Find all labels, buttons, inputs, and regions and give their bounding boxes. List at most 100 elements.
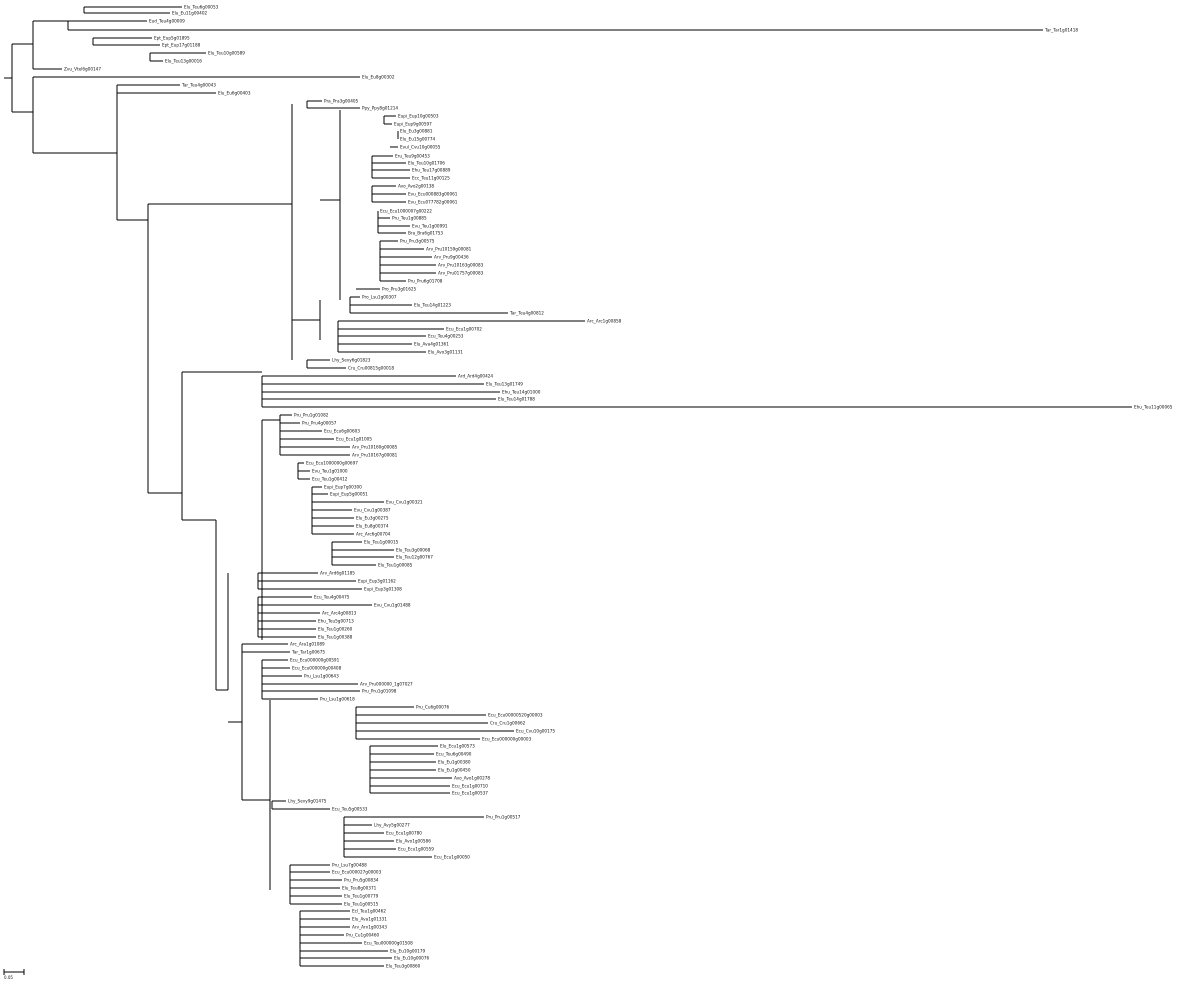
tip-label: Ppy_Ppy8g01214	[362, 106, 398, 111]
tip-label: Elu_Teu14g01788	[498, 397, 535, 402]
tip-label: Elu_Ava1g01331	[352, 917, 387, 922]
tip-label: Cru_Cru00815g00018	[348, 366, 394, 371]
tip-label: Pru_Lsu7g00488	[332, 863, 367, 868]
tip-label: Ecu_Cvu10g00175	[516, 729, 555, 734]
tip-label: Eupi_Eup9g00597	[394, 122, 432, 127]
tip-label: Elu_Avo3g01131	[428, 350, 463, 355]
tip-label: Pru_Cu6g00076	[416, 705, 449, 710]
tip-label: Ehu_Teu14g01000	[502, 390, 541, 395]
scale-bar-label: 0.05	[4, 975, 13, 980]
tip-label: Elu_Eu3g00275	[356, 516, 389, 521]
tip-label: Tar_Tar1g00675	[291, 650, 325, 655]
tip-label: Ecu_Ecu000027g00003	[332, 870, 382, 875]
tip-label: Pru_Pru4g00057	[302, 421, 337, 426]
tip-label: Ecu_Ecu000000g00591	[290, 658, 340, 663]
tip-label: Elu_Teu8g00371	[342, 886, 377, 891]
tip-label: Pru_Pru5g00834	[344, 878, 379, 883]
tip-label: Ecu_Ecu1000007g00222	[380, 209, 432, 214]
tip-label: Ecu_Ecu1g00050	[434, 855, 470, 860]
tip-label: Ehu_Teu17g00889	[412, 168, 451, 173]
tip-label: Arv_Pru10160g00085	[352, 445, 398, 450]
tip-label: Eupi_Eup3g01308	[364, 587, 402, 592]
tip-label: Lhy_Avy5g00277	[374, 823, 410, 828]
tip-label: Elu_Avo1g00586	[396, 839, 431, 844]
tip-label: Elu_Eu11g00402	[172, 11, 208, 16]
tip-label: Eupi_Eup3g01162	[358, 579, 396, 584]
tip-label: Elu_Teu6g00053	[184, 5, 219, 10]
tip-label: Pru_Pru1g01098	[362, 689, 397, 694]
tip-label: Elu_Eu10g00179	[390, 949, 426, 954]
tip-label: Evul_Cvu10g00055	[400, 145, 441, 150]
tip-label: Ecc_Teu11g00125	[412, 176, 450, 181]
tip-label: Pru_Teu1g00885	[392, 216, 427, 221]
tip-label: Pro_Lsu1g00307	[362, 295, 397, 300]
tip-label: Bra_Bra6g01753	[408, 231, 443, 236]
tip-label: Pru_Lsu1g00618	[320, 697, 355, 702]
tip-label: Elu_Teu1g00515	[344, 902, 379, 907]
tip-label: Elu_Eu1g00380	[438, 760, 471, 765]
tip-label: Zvu_Vtel6g00147	[64, 67, 101, 72]
tip-label: Elu_Teu1g00085	[378, 563, 413, 568]
tip-label: Arv_Ard6g01185	[320, 571, 355, 576]
tip-label: Ept_Eup5g01895	[154, 36, 190, 41]
tip-label: Elu_Teu14g01223	[414, 303, 451, 308]
tip-label: Elu_Teu1g00260	[318, 627, 353, 632]
tip-label: Ecu_Ecu000000g00408	[292, 666, 342, 671]
tip-label: Ecu_Teu4g00253	[428, 334, 464, 339]
tip-label: Ecu_Teu1g00412	[312, 477, 348, 482]
tip-label: Elu_Eu6g00403	[218, 91, 251, 96]
tip-label: Elu_Teu13g01749	[486, 382, 523, 387]
tip-label: Arv_Pru01757g00083	[438, 271, 484, 276]
tip-label: Arc_Arc1g00858	[587, 319, 622, 324]
tip-label: Arv_Pru9g00436	[434, 255, 469, 260]
tip-label: Evu_Teu1g00991	[412, 224, 448, 229]
tip-label: Elu_Eu15g00774	[400, 137, 436, 142]
tip-label: Pro_Pru3g01625	[382, 287, 417, 292]
tip-label: Arc_Ara1g01089	[290, 642, 325, 647]
tip-label: Ehu_Teu11g00065	[1134, 405, 1173, 410]
tip-label: Ecu_Ecu1g01005	[336, 437, 372, 442]
scale-bar: 0.05	[3, 969, 25, 980]
tip-label: Arc_Arc4g00813	[322, 611, 357, 616]
tip-label: Evu_Ecu000883g00061	[408, 192, 458, 197]
tip-label: Pru_Pru6g01708	[408, 279, 443, 284]
tip-label: Ecl_Teu1g00462	[352, 909, 386, 914]
tip-label: Elu_Teu1g00388	[318, 635, 353, 640]
tip-label: Lhy_Sevy9g01475	[288, 799, 327, 804]
tip-label: Elu_Teu10g00589	[208, 51, 245, 56]
tip-label: Ecu_Teu4g00475	[314, 595, 350, 600]
tip-label: Ecu_Ecu00000520g00003	[488, 713, 543, 718]
tip-label: Ard_Ard4g00424	[458, 374, 493, 379]
tip-label: Arc_Arc6g00704	[356, 532, 391, 537]
tip-label: Pru_Pru1g00517	[486, 815, 521, 820]
tip-label: Ehu_Teu5g00713	[318, 619, 354, 624]
tip-label: Pru_Pru3g00575	[400, 239, 435, 244]
tip-label: Elu_Teu3g00068	[396, 548, 431, 553]
tip-label: Evu_Ecu077782g00061	[408, 200, 458, 205]
tip-label: Tar_Teu4g00812	[509, 311, 544, 316]
tip-label: Eru_Teu9g00453	[395, 154, 430, 159]
tip-label: Cru_Cru1g00662	[490, 721, 526, 726]
tip-label: Evu_Cvu1g00387	[354, 508, 391, 513]
tip-label: Evu_Cvu1g00321	[386, 500, 423, 505]
tip-label: Ecu_Ecu6g00603	[324, 429, 360, 434]
tip-label: Lhy_Sevy6g01823	[332, 358, 371, 363]
tip-label: Ecu_Teu000000g01508	[364, 941, 413, 946]
tip-label: Eupi_Eup10g00503	[398, 114, 439, 119]
tip-label: Ecu_Ecu1g00710	[452, 784, 488, 789]
tip-label: Elu_Teu12g00767	[396, 555, 433, 560]
tip-label: Ept_Eup17g01188	[162, 43, 201, 48]
tip-label: Ecu_Ecu1g00537	[452, 791, 488, 796]
tip-label: Elu_Eu8g00374	[356, 524, 389, 529]
tip-label: Arv_Pru10159g00081	[426, 247, 472, 252]
tip-label: Ecu_Ecu1000000g00697	[306, 461, 358, 466]
tip-label: Arv_Pru000000_1g07027	[360, 682, 413, 687]
tip-label: Ecu_Teu6g00490	[436, 752, 472, 757]
tip-label: Pru_Cu1g00460	[346, 933, 379, 938]
tip-label: Arv_Pru10167g00081	[352, 453, 398, 458]
tip-label: Pra_Pra3g00405	[324, 99, 359, 104]
tip-label: Elu_Eu1g00450	[438, 768, 471, 773]
tip-label: Eupi_Eup7g00300	[324, 485, 362, 490]
tip-label: Ecu_Ecu000000g00003	[482, 737, 532, 742]
tip-label: Arv_Pru10163g00083	[438, 263, 484, 268]
